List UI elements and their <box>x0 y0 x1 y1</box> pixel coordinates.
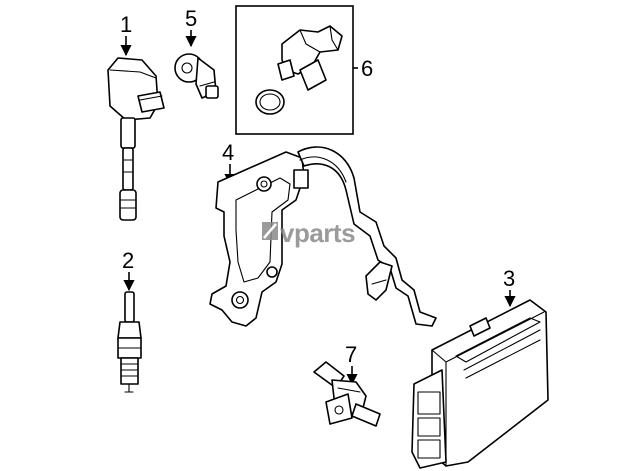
callout-6: 6 <box>361 56 373 81</box>
ignition-coil: 1 <box>107 12 165 221</box>
callout-4: 4 <box>222 140 234 165</box>
spark-plug: 2 <box>117 248 142 393</box>
camshaft-sensor-box: 6 <box>235 5 373 135</box>
watermark-text: vparts <box>280 218 355 248</box>
bracket: 4 <box>209 140 437 327</box>
callout-7: 7 <box>345 342 357 367</box>
callout-box <box>235 5 354 135</box>
callout-5: 5 <box>185 6 197 31</box>
watermark: vparts <box>262 218 356 248</box>
callout-3: 3 <box>503 266 515 291</box>
knock-sensor: 5 <box>174 6 219 99</box>
callout-2: 2 <box>122 248 134 273</box>
callout-1: 1 <box>120 12 132 37</box>
crankshaft-sensor: 7 <box>313 342 381 427</box>
engine-control-module: 3 <box>411 266 549 469</box>
